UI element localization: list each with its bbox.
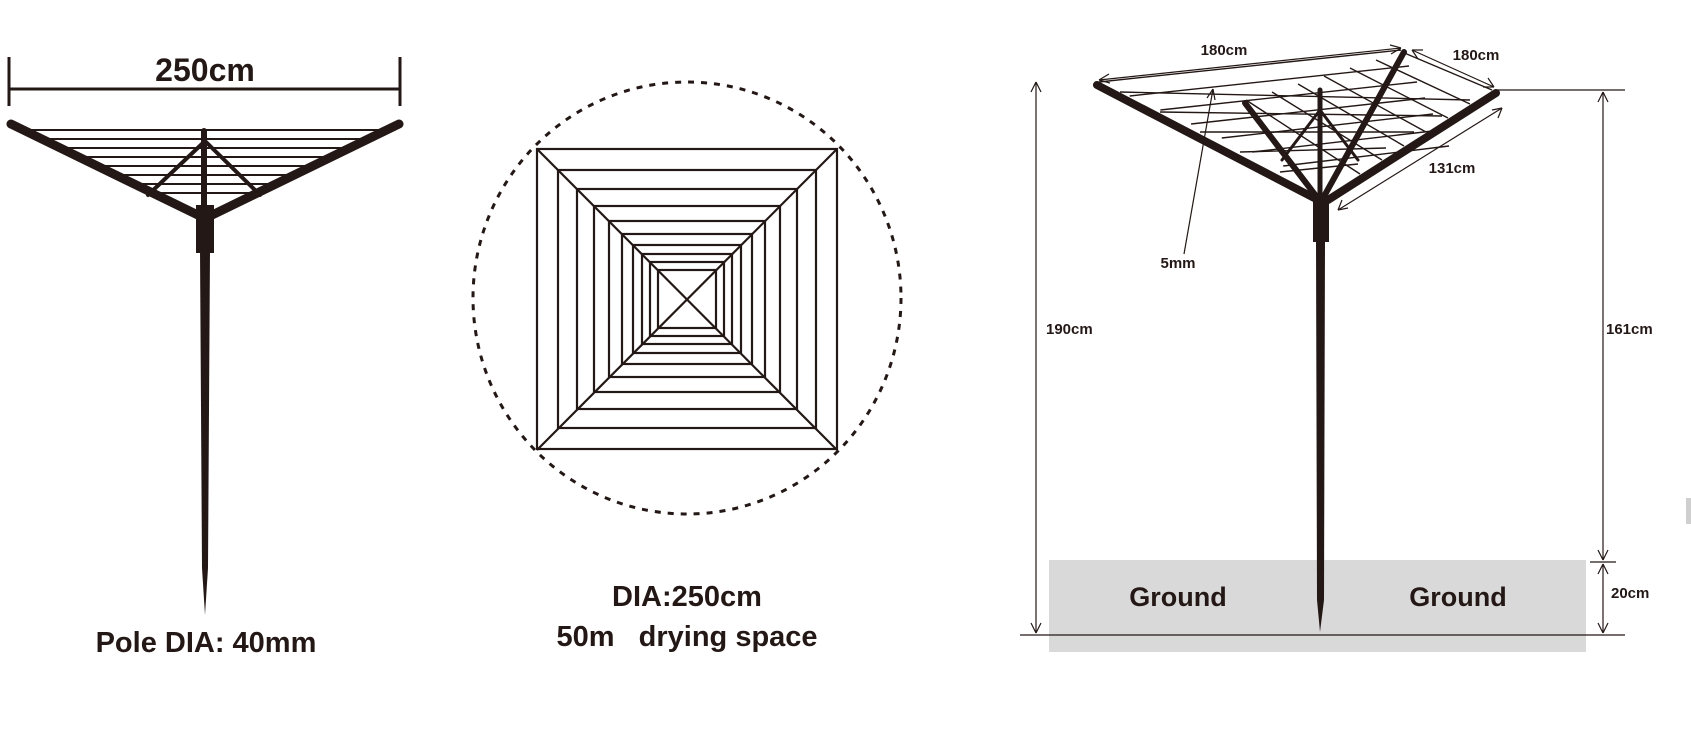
nested-square [607,219,767,379]
wire-diameter-label: 5mm [1160,255,1195,272]
square-diagonals [536,148,838,451]
side-wire-line [1283,145,1450,167]
side-pole-hub [1313,196,1329,242]
side-wire-line [1349,67,1449,119]
nested-square [592,204,782,394]
width-label: 250cm [155,52,255,88]
width-dimension [7,57,402,106]
nested-line-squares [535,147,839,451]
scrollbar-thumb[interactable] [1686,498,1691,524]
arm1-length-label: 180cm [1201,42,1248,59]
side-wire-line [1129,65,1410,97]
pole-diameter-label: Pole DIA: 40mm [96,627,317,659]
side-wire-line [1239,147,1387,153]
nested-square [648,260,726,338]
front-pole [200,250,210,615]
span-length-label: 131cm [1429,160,1476,177]
nested-square [535,147,839,451]
diameter-label: DIA:250cm [612,581,762,613]
side-view: Ground Ground [1020,42,1653,652]
front-arms [6,119,404,223]
side-pole [1316,240,1325,632]
below-ground-depth-label: 20cm [1611,585,1649,602]
side-dimension-lines [1030,44,1625,634]
side-wire-line [1191,97,1426,125]
nested-square [556,168,818,430]
ground-left-label: Ground [1129,582,1226,612]
nested-square [640,252,734,346]
above-ground-height-label: 161cm [1606,321,1653,338]
top-view: DIA:250cm 50m drying space [471,80,903,653]
arm2-length-label: 180cm [1453,47,1500,64]
side-wire-line [1159,111,1443,117]
nested-square [631,243,743,355]
front-view: 250cm Pole DIA: 40mm [6,52,404,659]
side-wire-line [1375,59,1471,105]
side-wire-line [1119,91,1471,101]
side-wire-grid [1098,49,1493,175]
nested-square [620,232,754,366]
total-height-label: 190cm [1046,321,1093,338]
nested-square [656,268,718,330]
drying-circle [471,80,903,516]
side-wire-line [1252,129,1442,153]
side-arms [1093,49,1500,208]
side-wire-line [1098,49,1402,83]
drying-space-label: 50m drying space [556,621,817,653]
nested-square [575,187,799,411]
ground-right-label: Ground [1409,582,1506,612]
pole-hub [196,205,214,253]
